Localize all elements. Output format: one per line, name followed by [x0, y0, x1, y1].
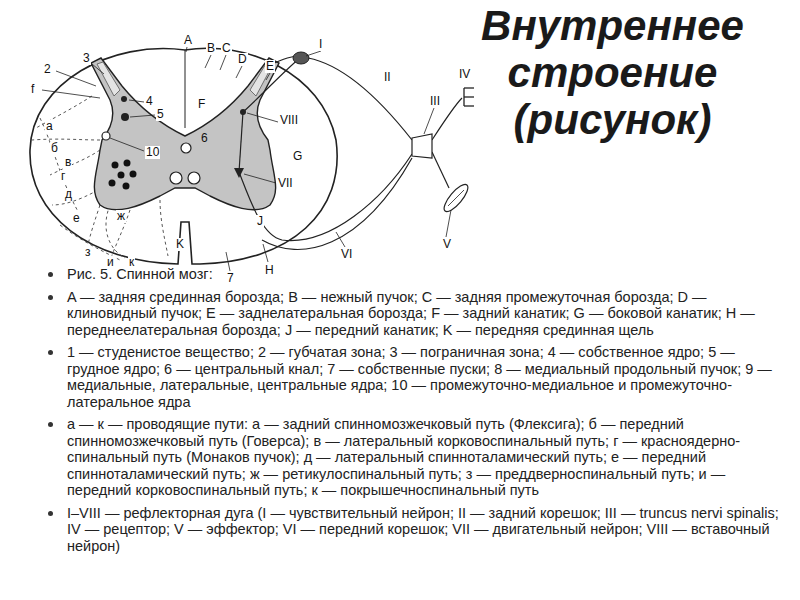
bullet-dot: [48, 295, 53, 300]
callout-label: V: [442, 238, 452, 251]
list-item: 1 — студенистое вещество; 2 — губчатая з…: [67, 344, 789, 410]
callout-label: к: [128, 256, 135, 269]
slide-title: Внутреннее строение (рисунок): [445, 2, 780, 143]
callout-label: C: [221, 42, 232, 55]
callout-label: е: [72, 212, 81, 225]
callout-label: д: [64, 188, 73, 201]
callout-label: б: [50, 142, 59, 155]
list-item: A — задняя срединная борозда; B — нежный…: [67, 289, 789, 339]
commissure: [170, 172, 182, 184]
legend-note: а — к — проводящие пути: а — задний спин…: [67, 416, 740, 498]
nucleus: [121, 113, 129, 121]
motor-nuclei: [109, 160, 137, 190]
bullet-dot: [48, 422, 53, 427]
callout-label: 2: [43, 63, 52, 76]
list-item: I–VIII — рефлекторная дуга (I — чувствит…: [67, 505, 789, 555]
callout-label: D: [237, 53, 248, 66]
effector-symbol: [440, 181, 471, 215]
receptor-symbol: [464, 88, 474, 106]
callout-label: F: [197, 98, 206, 111]
legend-note: 1 — студенистое вещество; 2 — губчатая з…: [67, 344, 772, 410]
bullet-dot: [48, 272, 53, 277]
callout-label: II: [383, 71, 392, 84]
callout-label: I: [318, 38, 323, 51]
callout-label: VI: [340, 248, 353, 261]
callout-label: A: [183, 34, 193, 47]
central-canal: [181, 143, 191, 153]
legend-note: I–VIII — рефлекторная дуга (I — чувствит…: [67, 505, 779, 554]
callout-label: 4: [145, 95, 154, 108]
notes-list: Рис. 5. Спинной мозг: A — задняя срединна…: [67, 266, 789, 560]
callout-label: f: [30, 83, 35, 96]
interneuron: [240, 109, 246, 115]
spinal-ganglion: [293, 52, 309, 64]
callout-label: J: [256, 215, 264, 228]
list-item: Рис. 5. Спинной мозг:: [67, 266, 789, 283]
callout-label: 10: [145, 146, 160, 159]
effector-symbol: [448, 190, 464, 206]
callout-label: 3: [82, 52, 91, 65]
callout-label: B: [206, 42, 216, 55]
callout-label: H: [264, 264, 275, 277]
bullet-dot: [48, 511, 53, 516]
cord-outline: [30, 48, 337, 264]
callout-label: ж: [116, 210, 126, 223]
callout-label: 5: [156, 108, 165, 121]
callout-label: E: [265, 60, 275, 73]
median-septum: [185, 50, 186, 128]
substantia-gelatinosa: [97, 62, 120, 96]
reflex-arc: [239, 56, 462, 249]
callout-label: з: [84, 246, 92, 259]
callout-label: III: [429, 95, 441, 108]
callout-label: VII: [277, 177, 294, 190]
nucleus: [102, 132, 110, 140]
list-item: а — к — проводящие пути: а — задний спин…: [67, 416, 789, 499]
leader-lines: [42, 47, 451, 271]
callout-label: K: [175, 238, 185, 251]
callout-label: и: [106, 256, 115, 269]
legend-note: A — задняя срединная борозда; B — нежный…: [67, 289, 755, 338]
nucleus: [121, 96, 127, 102]
commissure: [188, 172, 200, 184]
callout-label: 7: [226, 272, 235, 285]
motor-neuron: [234, 168, 244, 178]
figure-caption: Рис. 5. Спинной мозг:: [67, 266, 213, 282]
callout-label: IV: [458, 68, 471, 81]
callout-label: VIII: [279, 114, 299, 127]
bullet-dot: [48, 350, 53, 355]
callout-label: г: [60, 170, 66, 183]
callout-label: 6: [200, 132, 209, 145]
callout-label: в: [64, 156, 72, 169]
gray-matter: [91, 58, 279, 210]
callout-label: а: [45, 120, 54, 133]
callout-label: G: [292, 150, 303, 163]
nerve-trunk: [412, 134, 432, 158]
